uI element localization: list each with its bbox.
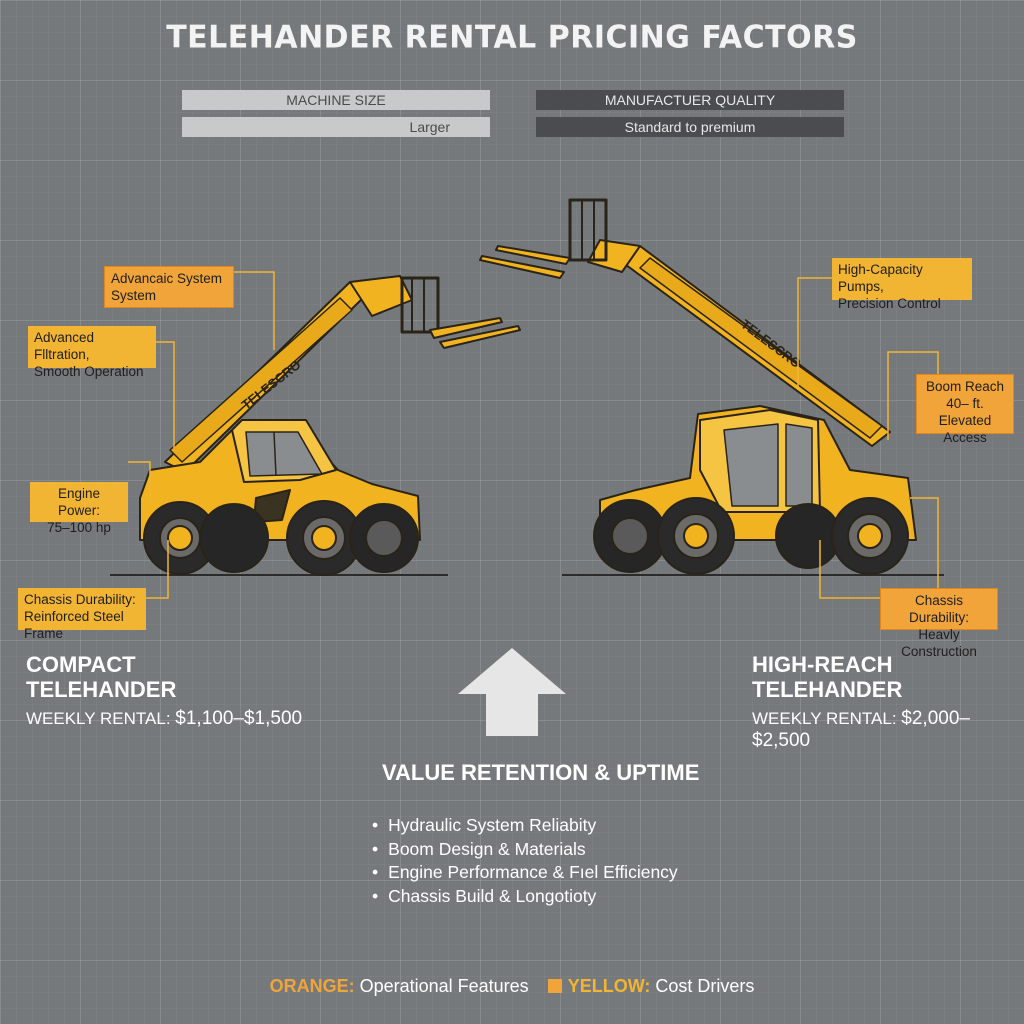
compact-rental-price: $1,100–$1,500 [175,708,303,729]
high-reach-label: HIGH-REACH TELEHANDER WEEKLY RENTAL: $2,… [752,652,1024,752]
manufacturer-quality-bar: MANUFACTUER QUALITY [536,90,844,110]
compact-telehandler-drawing [139,275,521,576]
callout-engine-line2: 75–100 hp [47,520,111,535]
callout-pumps: High-Capacity Pumps, Precision Control [832,258,972,311]
machine-size-value-bar: Larger [182,117,490,137]
compact-rental: WEEKLY RENTAL: $1,100–$1,500 [26,708,302,730]
callout-chassis-compact: Chassis Durability: Reinforced Steel Fra… [18,588,146,641]
callout-chassis-compact-line1: Chassis Durability: [24,592,136,607]
legend: ORANGE: Operational Features YELLOW: Cos… [0,976,1024,997]
callout-hydraulic-line1: Advancaic System [111,271,223,286]
value-arrow-icon [458,648,566,736]
callout-engine-line1: Engine Power: [57,486,101,518]
value-retention-list: Hydraulic System Reliabity Boom Design &… [372,814,678,908]
list-item: Chassis Build & Longotioty [372,885,678,909]
callout-reach-line1: Boom Reach [925,379,1005,394]
callout-engine-power: Engine Power: 75–100 hp [30,482,128,535]
value-retention-title: VALUE RETENTION & UPTIME [382,760,700,785]
compact-label: COMPACT TELEHANDER WEEKLY RENTAL: $1,100… [26,652,302,730]
manufacturer-quality-value-bar: Standard to premium [536,117,844,137]
high-reach-fork [495,245,571,265]
high-reach-wheels [593,497,909,575]
callout-filtration: Advanced Flltration, Smooth Operation [28,326,156,379]
high-reach-name-line1: HIGH-REACH [752,652,893,677]
compact-fork-carriage [400,276,440,334]
callout-chassis-compact-line2: Reinforced Steel Frame [24,609,124,641]
legend-yellow-text: Cost Drivers [655,976,755,996]
callout-chassis-high-reach: Chassis Durability: Heavly Construction [880,588,998,659]
callout-chassis-high-line2: Heavly Construction [901,627,977,659]
compact-name-line2: TELEHANDER [26,677,177,702]
callout-hydraulic-line2: System [111,288,157,303]
compact-fork [429,317,503,339]
callout-hydraulic-system: Advancaic System System [104,266,234,308]
high-reach-rental-label: WEEKLY RENTAL: [752,709,897,728]
legend-orange-key: ORANGE: [269,976,355,996]
compact-rental-label: WEEKLY RENTAL: [26,709,171,728]
callout-chassis-high-line1: Chassis Durability: [908,593,970,625]
callout-pumps-line1: High-Capacity Pumps, [838,262,923,294]
page-title: TELEHANDER RENTAL PRICING FACTORS [166,19,858,56]
callout-filtration-line2: Smooth Operation [34,364,144,379]
legend-orange-text: Operational Features [359,976,529,996]
compact-wheels [143,500,419,576]
callout-reach-line2: 40– ft. [946,396,984,411]
legend-yellow-key: YELLOW: [567,976,651,996]
list-item: Boom Design & Materials [372,838,678,862]
list-item: Hydraulic System Reliabity [372,814,678,838]
high-reach-rental: WEEKLY RENTAL: $2,000–$2,500 [752,708,1024,752]
callout-boom-reach: Boom Reach 40– ft. Elevated Access [916,374,1014,445]
callout-reach-line3: Elevated Access [938,413,992,445]
high-reach-fork-carriage [568,198,608,262]
callout-pumps-line2: Precision Control [838,296,941,311]
legend-swatch-icon [547,979,562,993]
compact-name-line1: COMPACT [26,652,136,677]
list-item: Engine Performance & Fıel Efficiency [372,861,678,885]
machine-size-bar: MACHINE SIZE [182,90,490,110]
high-reach-telehandler-drawing [479,198,917,575]
high-reach-name-line2: TELEHANDER [752,677,903,702]
callout-filtration-line1: Advanced Flltration, [34,330,95,362]
high-reach-rental-price: $2,000–$2,500 [752,708,970,751]
